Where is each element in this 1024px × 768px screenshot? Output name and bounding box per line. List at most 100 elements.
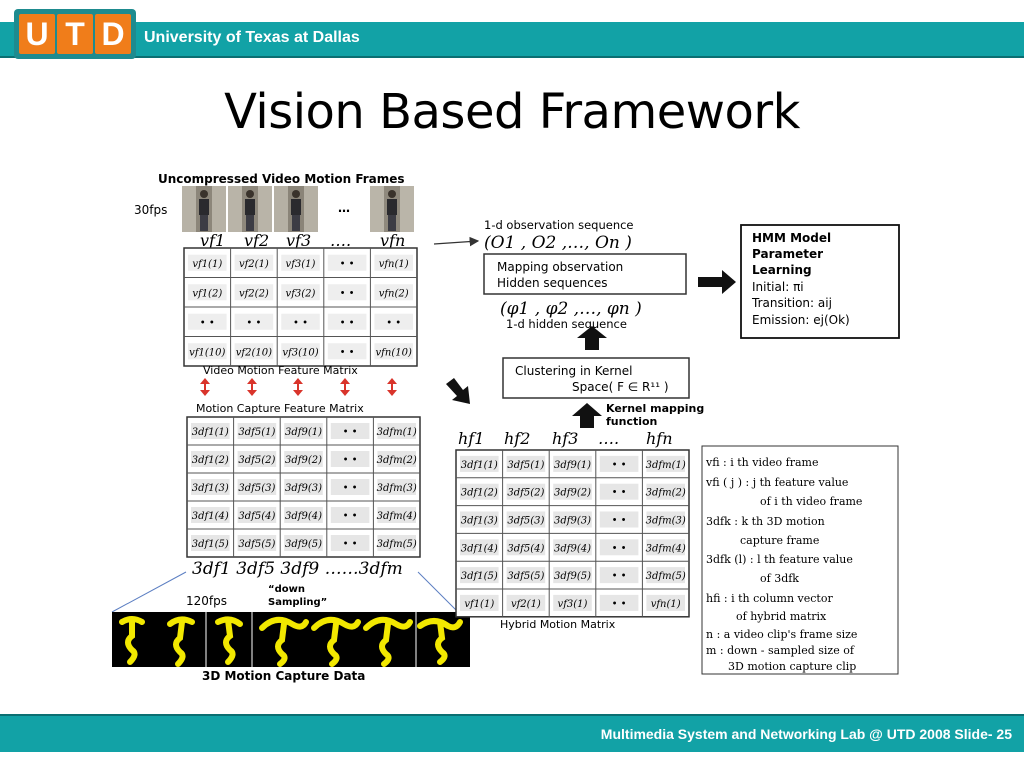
matrix-cell-bg [188,313,227,330]
matrix-cell: vf1(1) [192,259,222,270]
matrix-cell-bg [374,284,413,301]
hybrid-col-header: hfn [646,429,673,448]
matrix-cell-bg [646,567,685,584]
matrix-cell: 3dfm(2) [377,455,417,466]
matrix-cell-bg [327,343,367,360]
matrix-cell-bg [599,511,639,528]
matrix-cell: vfn(10) [376,347,412,358]
arrow-up-icon [572,403,602,428]
matrix-cell-bg [599,483,639,500]
video-frame-n [370,186,414,232]
legend-line: of i th video frame [760,495,862,508]
matrix-cell: • • [340,259,355,270]
matrix-cell: 3dfm(1) [646,460,686,471]
legend-line: 3dfk : k th 3D motion [706,515,825,528]
matrix-cell-bg [506,594,546,611]
matrix-cell-bg [377,535,416,551]
legend-box [701,445,899,675]
university-name: University of Texas at Dallas [144,29,360,46]
matrix-cell: 3df5(2) [238,455,275,466]
legend-line: m : down - sampled size of [706,644,855,657]
matrix-cell-bg [188,343,227,360]
matrix-cell-bg [284,507,323,523]
matrix-cell: • • [340,347,355,358]
matrix-cell-bg [284,423,323,439]
clustering-line1: Clustering in Kernel [515,364,632,378]
clustering-box [502,357,690,399]
matrix-cell-bg [281,343,320,360]
matrix-cell: vfn(1) [651,599,681,610]
video-col-header: vf3 [286,231,311,250]
footer-text: Multimedia System and Networking Lab @ U… [600,726,1012,742]
matrix-cell: 3df9(4) [554,543,591,554]
matrix-cell-bg [234,284,274,301]
matrix-cell: vf2(1) [239,259,269,270]
video-col-header: vfn [380,231,405,250]
matrix-cell: vf2(10) [236,347,272,358]
skeleton-figure [119,616,145,665]
double-arrow-icon [340,378,350,396]
matrix-cell: • • [343,455,358,466]
matrix-cell-bg [330,479,370,495]
matrix-cell: vfn(2) [379,288,409,299]
matrix-cell: • • [612,460,627,471]
matrix-cell: • • [612,599,627,610]
logo-letter-u: U [19,14,55,54]
matrix-cell: 3df5(5) [507,571,544,582]
legend-line: of hybrid matrix [736,610,827,623]
video-frame-3 [274,186,318,232]
matrix-cell-bg [553,539,592,556]
legend-line: hfi : i th column vector [706,592,833,605]
video-col-header: …. [330,231,351,250]
connector-line [111,571,187,613]
matrix-cell-bg [237,479,277,495]
hidden-seq: (φ1 , φ2 ,…, φn ) [500,299,642,319]
matrix-cell-bg [281,254,320,271]
matrix-cell: 3df1(5) [192,539,229,550]
video-frame-2 [228,186,272,232]
hmm-line: HMM Model [752,231,831,245]
legend-line: vfi ( j ) : j th feature value [705,476,848,489]
hmm-line: Emission: ej(Ok) [752,313,850,327]
slide-title: Vision Based Framework [224,84,800,140]
matrix-cell: 3df1(2) [192,455,229,466]
matrix-cell-bg [330,507,370,523]
connector-line [417,571,459,613]
motion-capture-feature-matrix: 3df1(1)3df5(1)3df9(1)• •3dfm(1)3df1(2)3d… [186,416,421,558]
matrix-cell: • • [293,318,308,329]
matrix-cell-bg [234,254,274,271]
skeleton-figure [215,616,243,665]
matrix-cell: 3df9(5) [285,539,322,550]
matrix-cell: • • [612,571,627,582]
matrix-cell-bg [553,567,592,584]
arrow-diagonal-icon [446,378,470,404]
skeleton-figure [363,616,413,667]
matrix-cell: • • [200,318,215,329]
matrix-cell-bg [374,313,413,330]
hmm-line: Parameter [752,247,823,261]
video-matrix-label: Video Motion Feature Matrix [203,364,358,377]
double-arrow-icon [293,378,303,396]
matrix-cell-bg [234,313,274,330]
matrix-cell-bg [330,535,370,551]
matrix-cell: 3df1(4) [461,543,498,554]
matrix-cell-bg [281,284,320,301]
double-arrow-icon [200,378,210,396]
matrix-cell-bg [330,451,370,467]
matrix-cell: • • [612,543,627,554]
matrix-cell-bg [237,423,277,439]
legend-line: 3D motion capture clip [728,660,856,673]
matrix-cell: • • [612,488,627,499]
video-column-headers: vf1 vf2 vf3 …. vfn [200,231,405,250]
matrix-cell-bg [506,511,546,528]
matrix-cell: 3df5(1) [507,460,544,471]
matrix-cell: 3dfm(4) [377,511,417,522]
matrix-cell-bg [599,594,639,611]
matrix-cell-bg [460,539,499,556]
video-motion-feature-matrix: vf1(1)vf2(1)vf3(1)• •vfn(1)vf1(2)vf2(2)v… [183,247,418,367]
matrix-cell-bg [330,423,370,439]
video-col-header: vf2 [244,231,269,250]
skeleton-figure [167,616,195,667]
matrix-cell: • • [343,427,358,438]
matrix-cell: 3dfm(2) [646,488,686,499]
